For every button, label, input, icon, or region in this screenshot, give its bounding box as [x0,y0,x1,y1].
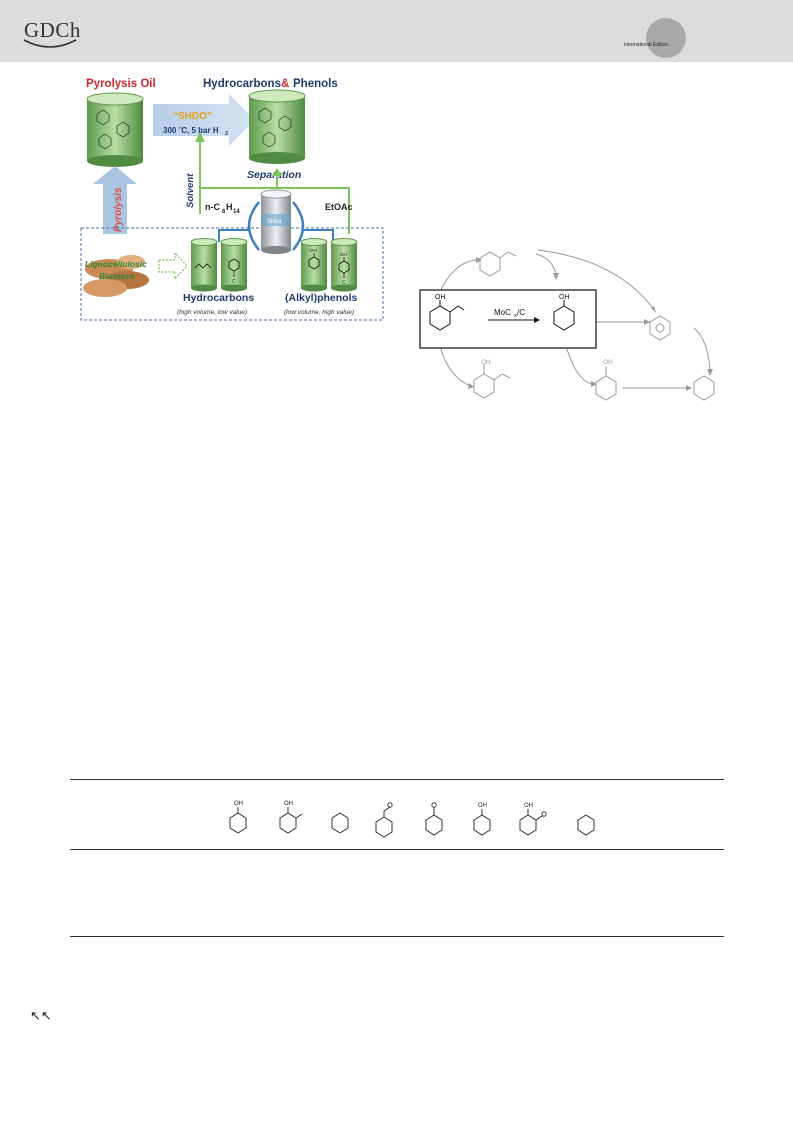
hexane-sub1: 6 [222,209,226,215]
pyrolysis-oil-cylinder [86,92,144,167]
gdch-logo: GDCh [24,18,81,42]
oh-gray-1: OH [481,359,491,366]
hexane-sub2: 14 [233,209,240,215]
phenol-cylinders [300,238,358,292]
journal-header-bar: GDCh International Edition [0,0,793,62]
oh-table-4: OH [524,803,533,809]
cn-label-right: C [342,280,346,286]
silica-column [260,189,292,254]
alkylphenols-label: (Alkyl)phenols [285,292,358,304]
table-header-rule [70,849,724,850]
alkylphenols-note: (low volume, high value) [284,309,354,316]
biomass-image [83,255,149,297]
reaction-network-figure: OH OH OH MoC x /C OH [419,249,715,401]
oh-table-3: OH [478,803,487,809]
hydrocarbons-label: Hydrocarbons [183,292,254,304]
pyrolysis-oil-title: Pyrolysis Oil [86,78,156,90]
ampersand: & [281,78,289,90]
oh-gray-2: OH [603,359,613,366]
shdo-arrow [153,94,255,146]
etoac-label: EtOAc [325,202,353,212]
hydrocarbons-note: (high volume, low value) [177,309,247,316]
edition-badge-icon [646,18,686,58]
anisole-structure [473,251,715,401]
product-cylinder [248,89,306,164]
shdo-label: “SHDO” [173,111,212,122]
back-to-top-icon[interactable]: ↖↖ [30,1008,52,1023]
arrow-heads [468,257,713,391]
catalyst-suffix: /C [517,308,525,317]
key-reaction-box [419,289,597,349]
conditions-sub: 2 [225,131,228,137]
biomass-line1: Lignocellulosic [85,259,147,269]
hydrocarbon-cylinders [190,238,248,292]
edition-label: International Edition [624,42,669,48]
biomass-line2: Biomass [99,271,135,281]
oh-table-1: OH [234,801,243,807]
hydrocarbons-title: Hydrocarbons [203,78,281,90]
oh-black-1: OH [435,294,446,301]
reaction-arrows [439,249,711,389]
hexane-mid: H [226,202,233,212]
catalyst-prefix: MoC [494,308,511,317]
oh-label-2: OH [340,252,347,257]
oh-black-2: OH [559,294,570,301]
guaiacol-structure [429,300,465,331]
table-bottom-rule [70,936,724,937]
dashed-box [80,227,384,321]
table-top-rule [70,779,724,780]
catalyst-sub: x [514,313,517,319]
cn-label-left: C [232,279,236,285]
phenol-structure [553,300,575,331]
solvent-label: Solvent [185,173,196,208]
shdo-process-figure: Pyrolysis Oil Hydrocarbons & Phenols “SH… [80,78,384,321]
table-header-structures: OH OH OH OH [229,801,595,838]
biomass-arrow [158,251,188,281]
oh-table-2: OH [284,801,293,807]
pyrolysis-label: Pyrolysis [113,187,124,232]
oh-label-1: OH [310,248,317,253]
conditions-label: 300 ˚C, 5 bar H [163,126,219,135]
logo-swoosh-icon [23,39,77,48]
pyrolysis-arrow [93,166,137,234]
hexane-prefix: n-C [205,202,220,212]
phenols-title: Phenols [293,78,338,90]
silica-label: Silica [267,219,282,225]
